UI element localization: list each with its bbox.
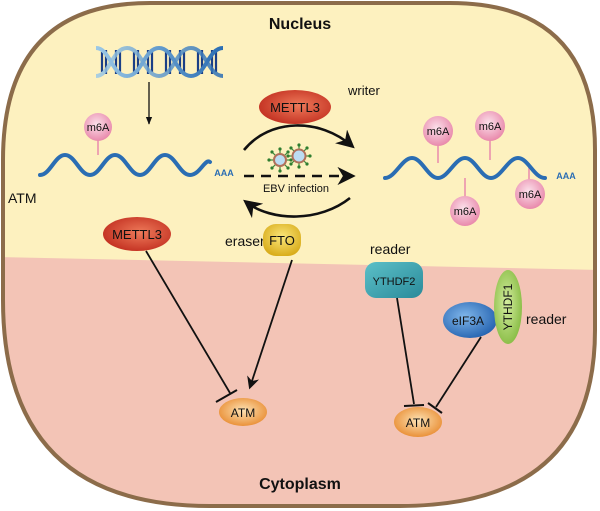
demethylation-arrow bbox=[243, 196, 351, 219]
atm-protein-right-label: ATM bbox=[406, 416, 430, 430]
m6a-label: m6A bbox=[454, 206, 477, 218]
m6a-mark bbox=[84, 113, 112, 141]
eraser-role-label: eraser bbox=[225, 233, 265, 249]
m6a-mark bbox=[515, 179, 545, 209]
polya-tail-label: AAA bbox=[214, 168, 234, 178]
mettl3-writer-label: METTL3 bbox=[270, 100, 320, 115]
methylation-arrow bbox=[242, 124, 355, 151]
ythdf2-reader bbox=[365, 262, 423, 298]
mettl3-cytoplasm-label: METTL3 bbox=[112, 227, 162, 242]
fto-eraser bbox=[263, 224, 301, 256]
atm-gene-label: ATM bbox=[8, 190, 37, 206]
ebv-virus-icon bbox=[267, 143, 312, 173]
mrna-methylated: AAA m6A m6A m6A m6A bbox=[383, 111, 576, 226]
atm-protein-right bbox=[394, 407, 442, 437]
ythdf2-reader-label: YTHDF2 bbox=[373, 276, 416, 288]
atm-protein-left bbox=[219, 398, 267, 426]
m6a-label: m6A bbox=[427, 126, 450, 138]
m6a-label: m6A bbox=[87, 122, 110, 134]
ythdf2-inhibition-line bbox=[396, 297, 415, 405]
dna-helix-icon bbox=[95, 45, 224, 79]
eif3a-inhibition-line bbox=[435, 336, 482, 408]
cytoplasm-label: Cytoplasm bbox=[259, 476, 341, 493]
inhibition-bar bbox=[215, 389, 238, 403]
atm-protein-left-label: ATM bbox=[231, 406, 255, 420]
mettl3-cytoplasm bbox=[103, 217, 171, 251]
ebv-infection-label: EBV infection bbox=[263, 183, 329, 195]
ythdf1-reader-label: YTHDF1 bbox=[501, 283, 515, 330]
nucleus-label: Nucleus bbox=[269, 16, 331, 33]
m6a-label: m6A bbox=[479, 121, 502, 133]
mettl3-writer bbox=[259, 90, 331, 124]
writer-role-label: writer bbox=[347, 83, 380, 98]
mrna-strand bbox=[383, 155, 547, 181]
inhibition-bar bbox=[427, 402, 443, 414]
m6a-label: m6A bbox=[519, 189, 542, 201]
m6a-mark bbox=[423, 116, 453, 146]
eif3a-cofactor-label: eIF3A bbox=[452, 314, 484, 328]
mrna-strand bbox=[38, 152, 212, 178]
inhibition-bar bbox=[403, 404, 425, 407]
fto-activation-arrow bbox=[247, 259, 293, 390]
mettl3-inhibition-line bbox=[145, 250, 231, 394]
reader-role-label-1: reader bbox=[370, 241, 411, 257]
m6a-mark bbox=[475, 111, 505, 141]
ythdf1-reader bbox=[494, 270, 522, 344]
mrna-unmodified: m6A AAA bbox=[38, 113, 234, 178]
m6a-mark bbox=[450, 196, 480, 226]
reader-role-label-2: reader bbox=[526, 311, 567, 327]
polya-tail-label: AAA bbox=[556, 171, 576, 181]
eif3a-cofactor bbox=[443, 302, 497, 338]
fto-eraser-label: FTO bbox=[269, 233, 295, 248]
